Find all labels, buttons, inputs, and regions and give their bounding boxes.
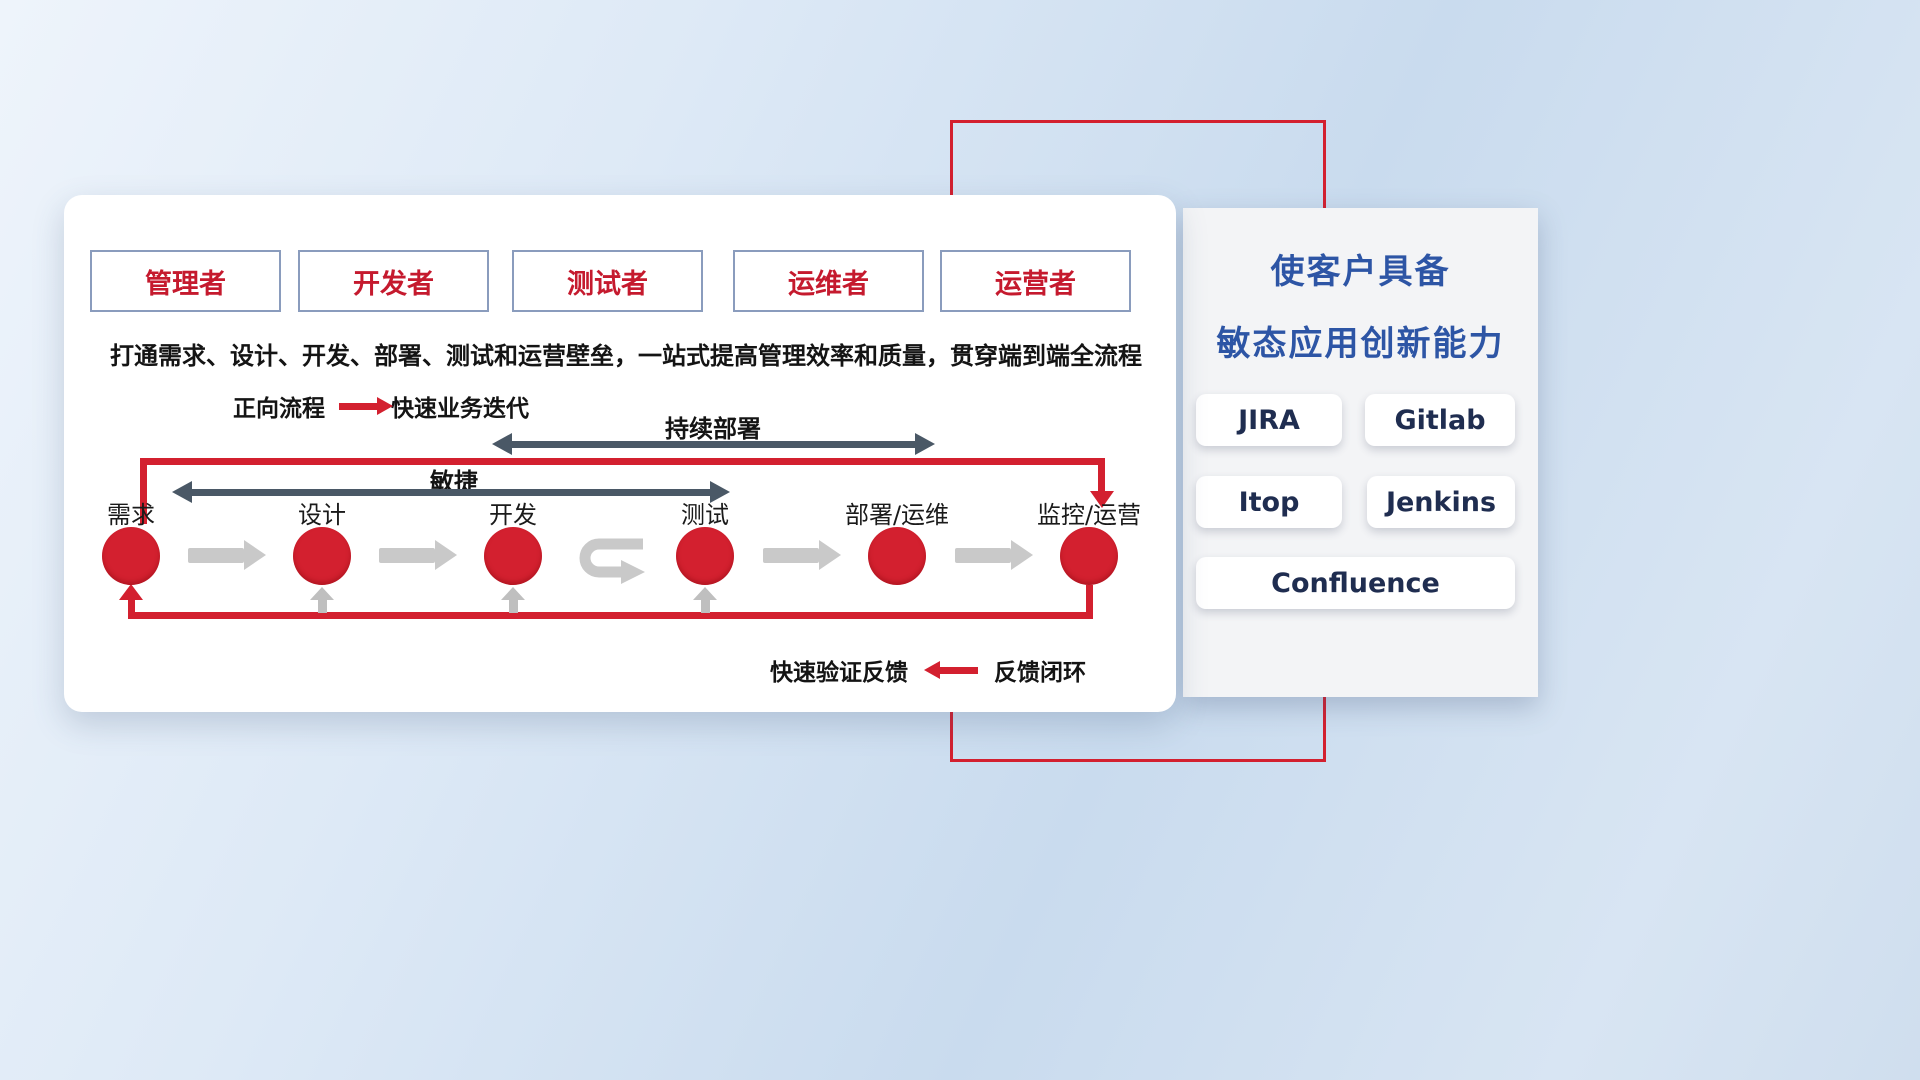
flow-arrow-icon	[379, 540, 457, 570]
role-label: 管理者	[145, 268, 226, 300]
role-box-developer: 开发者	[298, 250, 489, 312]
node-circle-icon	[484, 527, 542, 585]
panel-title-line2: 敏态应用创新能力	[1216, 324, 1505, 364]
node-deploy-ops: 部署/运维	[827, 495, 967, 585]
role-box-tester: 测试者	[512, 250, 703, 312]
agile-arrow-icon	[172, 481, 730, 503]
tool-badge-gitlab: Gitlab	[1365, 394, 1515, 446]
tool-badge-jira: JIRA	[1196, 394, 1342, 446]
forward-legend: 正向流程 快速业务迭代	[233, 389, 529, 423]
forward-flow-line-left	[140, 458, 147, 524]
node-circle-icon	[676, 527, 734, 585]
tool-badge-jenkins: Jenkins	[1367, 476, 1515, 528]
node-circle-icon	[293, 527, 351, 585]
node-circle-icon	[102, 527, 160, 585]
node-label: 设计	[298, 501, 346, 529]
node-label: 测试	[681, 501, 729, 529]
flow-arrow-icon	[955, 540, 1033, 570]
node-circle-icon	[1060, 527, 1118, 585]
feedback-legend-label: 反馈闭环	[994, 660, 1086, 686]
node-circle-icon	[868, 527, 926, 585]
tool-badge-confluence: Confluence	[1196, 557, 1515, 609]
flow-arrow-icon	[763, 540, 841, 570]
node-design: 设计	[252, 495, 392, 585]
iteration-loop-arrow-icon	[579, 538, 645, 584]
forward-flow-arrowhead-icon	[1090, 491, 1114, 508]
tool-badge-itop: Itop	[1196, 476, 1342, 528]
role-label: 运营者	[995, 268, 1076, 300]
feedback-loop-arrowhead-icon	[119, 584, 143, 600]
node-label: 需求	[107, 501, 155, 529]
node-testing: 测试	[635, 495, 775, 585]
continuous-deploy-label: 持续部署	[665, 415, 761, 443]
forward-flow-line-top	[140, 458, 1105, 465]
feedback-loop-line-left	[128, 599, 135, 619]
node-requirements: 需求	[61, 495, 201, 585]
forward-legend-label: 正向流程	[233, 396, 325, 422]
node-label: 开发	[489, 501, 537, 529]
continuous-deploy-arrow-icon	[492, 433, 935, 455]
feedback-arrow-icon	[924, 660, 978, 679]
role-label: 运维者	[788, 268, 869, 300]
description-text: 打通需求、设计、开发、部署、测试和运营壁垒，一站式提高管理效率和质量，贯穿端到端…	[110, 342, 1142, 370]
role-box-manager: 管理者	[90, 250, 281, 312]
role-label: 开发者	[353, 268, 434, 300]
role-box-business-ops: 运营者	[940, 250, 1131, 312]
role-box-operations: 运维者	[733, 250, 924, 312]
feedback-loop-line-right	[1086, 585, 1093, 615]
role-label: 测试者	[567, 268, 648, 300]
forward-legend-text: 快速业务迭代	[391, 396, 529, 422]
feedback-up-arrow-icon	[310, 587, 334, 613]
forward-arrow-icon	[339, 396, 393, 415]
feedback-up-arrow-icon	[501, 587, 525, 613]
feedback-up-arrow-icon	[693, 587, 717, 613]
node-development: 开发	[443, 495, 583, 585]
node-label: 监控/运营	[1036, 501, 1142, 529]
feedback-legend: 快速验证反馈 反馈闭环	[770, 653, 1086, 687]
devops-flow-card: 管理者 开发者 测试者 运维者 运营者 打通需求、设计、开发、部署、测试和运营壁…	[64, 195, 1176, 712]
flow-arrow-icon	[188, 540, 266, 570]
node-monitor-ops: 监控/运营	[1019, 495, 1159, 585]
node-label: 部署/运维	[844, 501, 950, 529]
feedback-loop-line-bottom	[128, 612, 1093, 619]
capability-panel: 使客户具备 敏态应用创新能力 JIRA Gitlab Itop Jenkins …	[1183, 208, 1538, 697]
panel-title-line1: 使客户具备	[1270, 252, 1451, 292]
feedback-legend-text: 快速验证反馈	[770, 660, 908, 686]
forward-flow-line-right	[1098, 458, 1105, 492]
